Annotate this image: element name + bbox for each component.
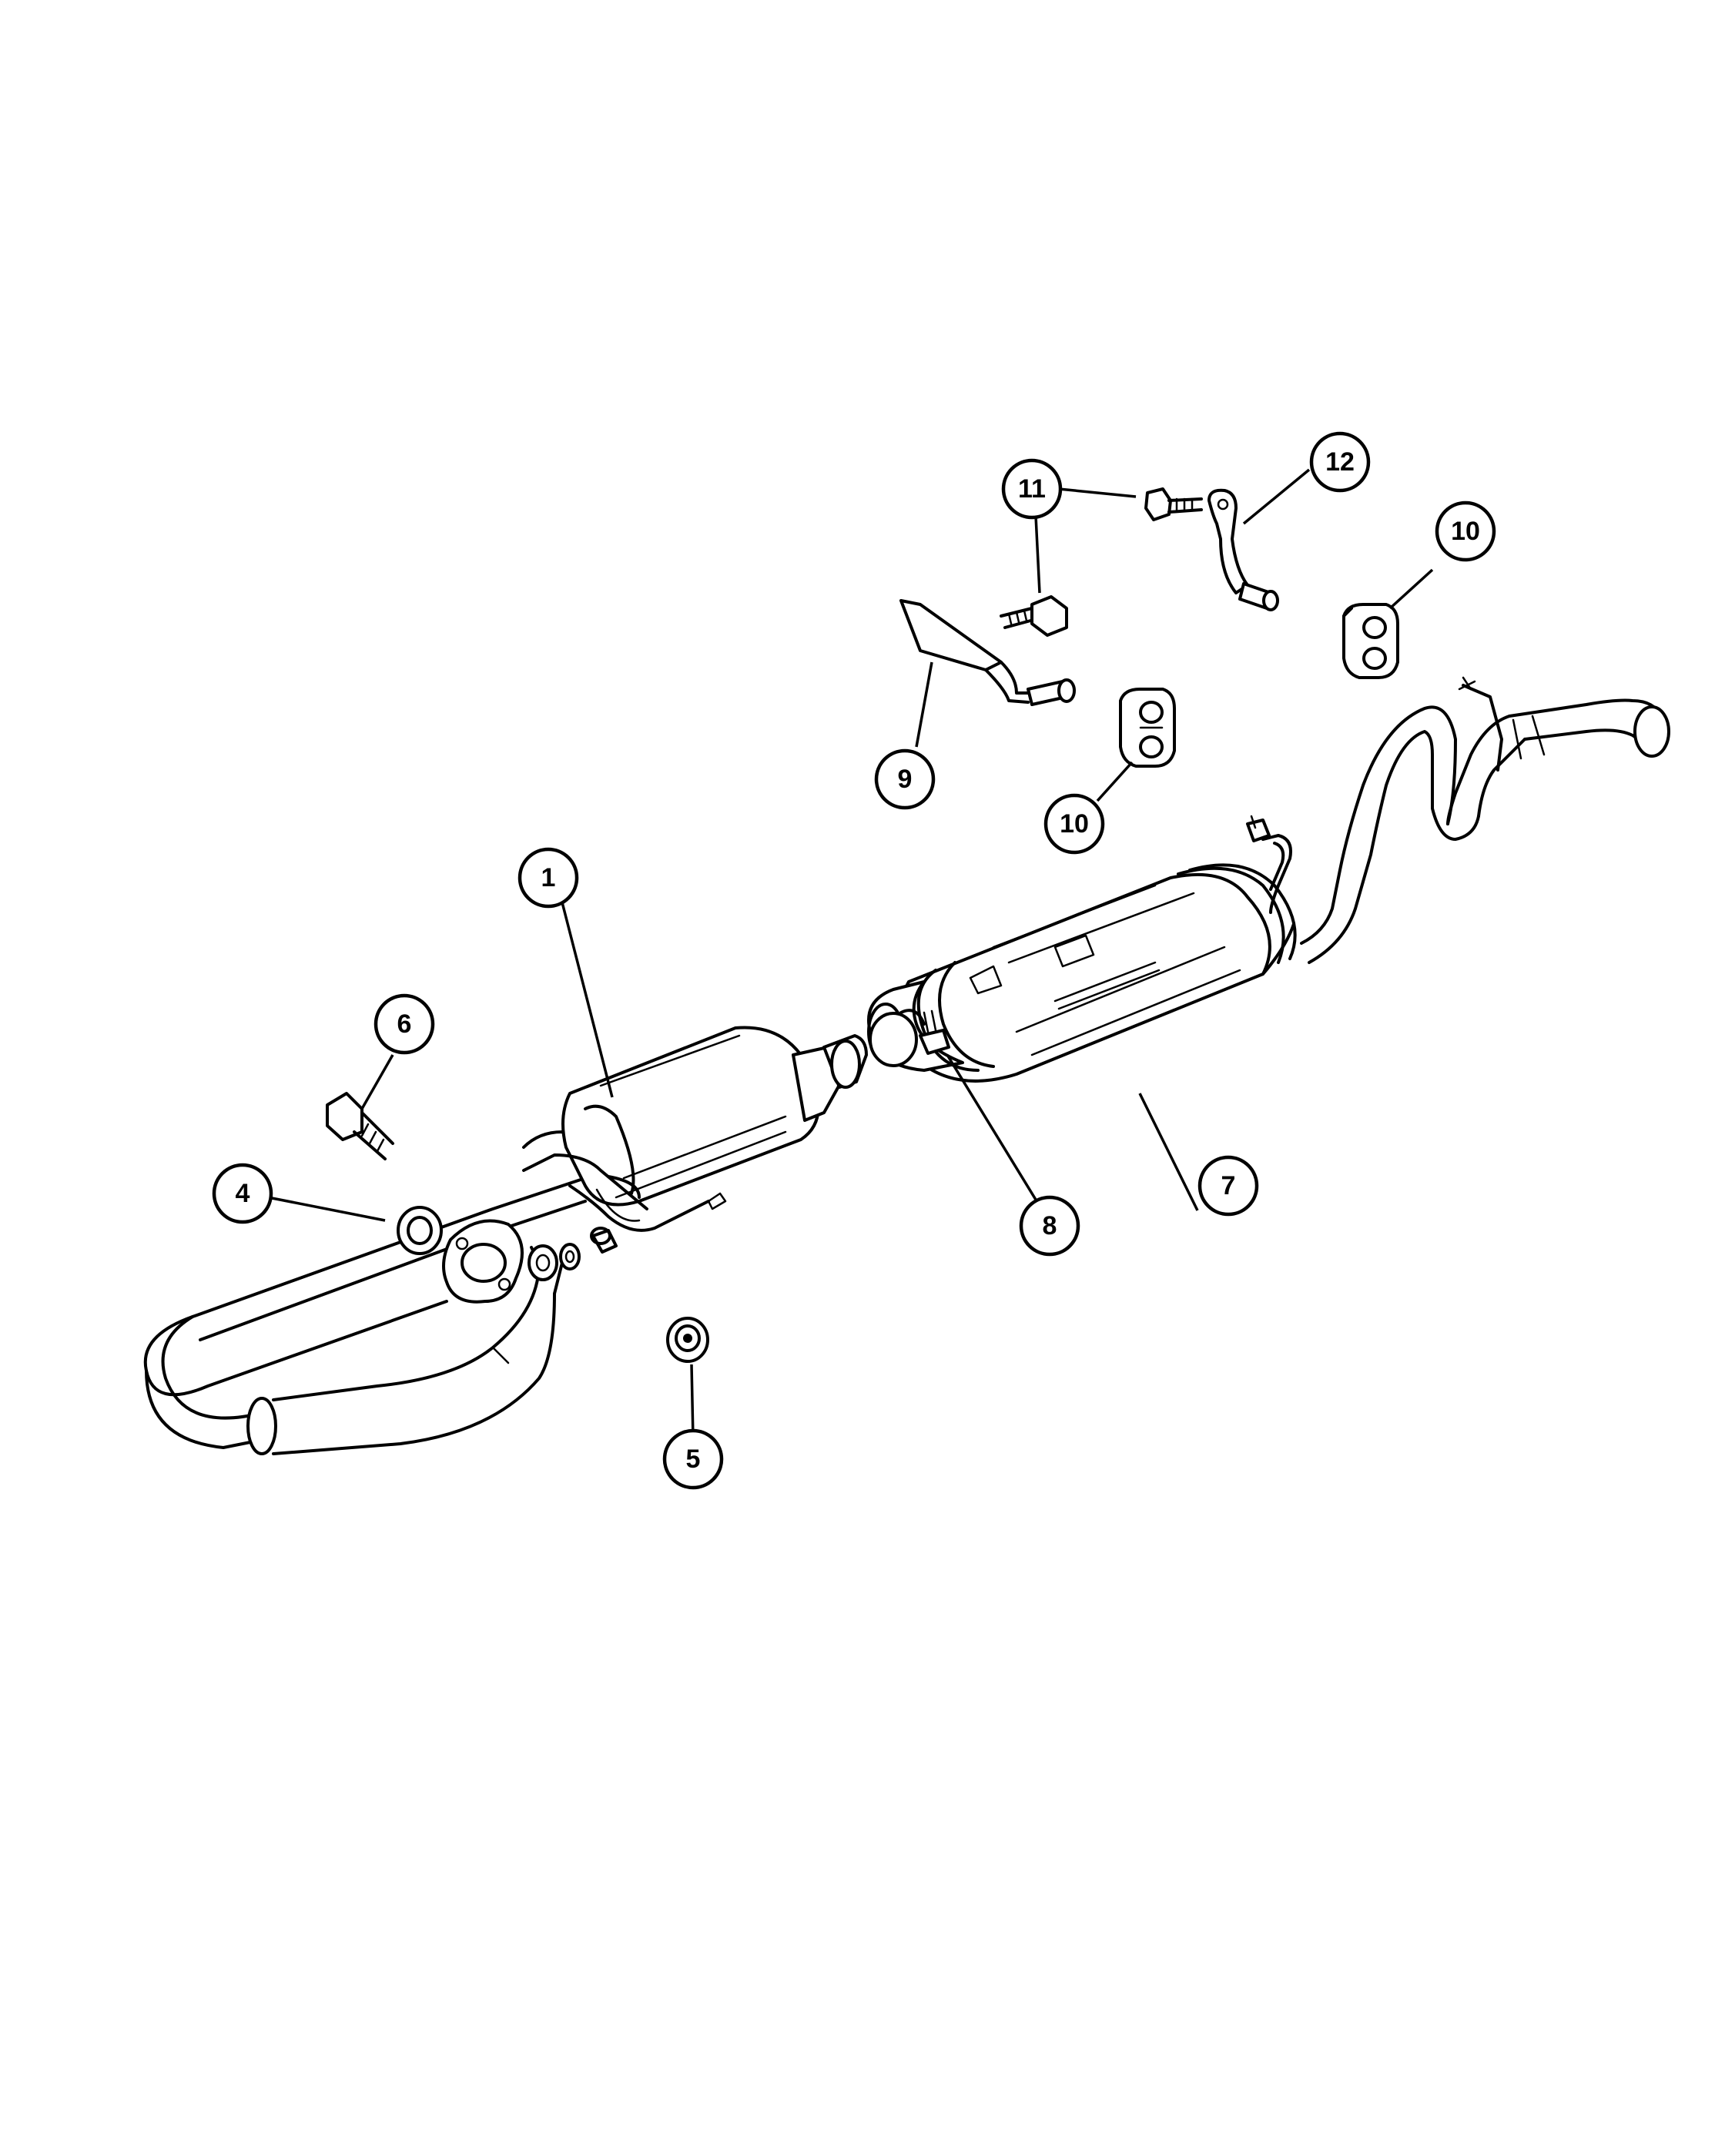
bracket-bolt-upper	[1144, 487, 1203, 521]
rubber-isolator-middle	[1119, 688, 1176, 768]
callout-4-label: 4	[236, 1179, 250, 1208]
callout-10-upper: 10	[1435, 500, 1496, 562]
front-exhaust-pipe	[143, 1177, 587, 1455]
callout-8-label: 8	[1043, 1211, 1057, 1240]
leader-lines	[267, 468, 1434, 1439]
tailpipe	[1300, 676, 1670, 964]
flange-nut	[666, 1317, 709, 1363]
callout-10-middle-label: 10	[1060, 809, 1089, 839]
callout-6-label: 6	[397, 1009, 412, 1039]
callout-6: 6	[373, 993, 435, 1055]
callout-10-upper-label: 10	[1451, 517, 1480, 546]
rubber-isolator-upper	[1342, 603, 1399, 679]
callout-1-label: 1	[541, 863, 556, 892]
callout-11: 11	[1001, 458, 1063, 520]
callout-10-middle: 10	[1043, 793, 1105, 855]
callout-9: 9	[874, 748, 936, 810]
callout-12-label: 12	[1325, 447, 1355, 477]
muffler-clamp	[899, 1009, 950, 1055]
flange-bolt	[326, 1092, 394, 1160]
bracket-right	[1208, 488, 1279, 611]
callout-5-label: 5	[686, 1445, 701, 1474]
gasket	[397, 1206, 443, 1255]
muffler-hanger	[1246, 815, 1292, 914]
pipe-flange	[442, 1219, 524, 1304]
callout-12: 12	[1309, 431, 1371, 493]
callout-7-label: 7	[1221, 1171, 1236, 1200]
callout-8: 8	[1019, 1195, 1080, 1257]
callout-9-label: 9	[898, 765, 913, 794]
bracket-bolt-lower	[1000, 595, 1068, 637]
callout-1: 1	[518, 847, 579, 909]
flange-hardware	[528, 1227, 618, 1281]
catalytic-converter	[522, 1026, 868, 1232]
callout-4: 4	[212, 1163, 273, 1224]
callout-7: 7	[1197, 1155, 1259, 1217]
callout-5: 5	[662, 1428, 724, 1490]
callout-11-label: 11	[1018, 474, 1046, 504]
bracket-left	[899, 599, 1076, 706]
